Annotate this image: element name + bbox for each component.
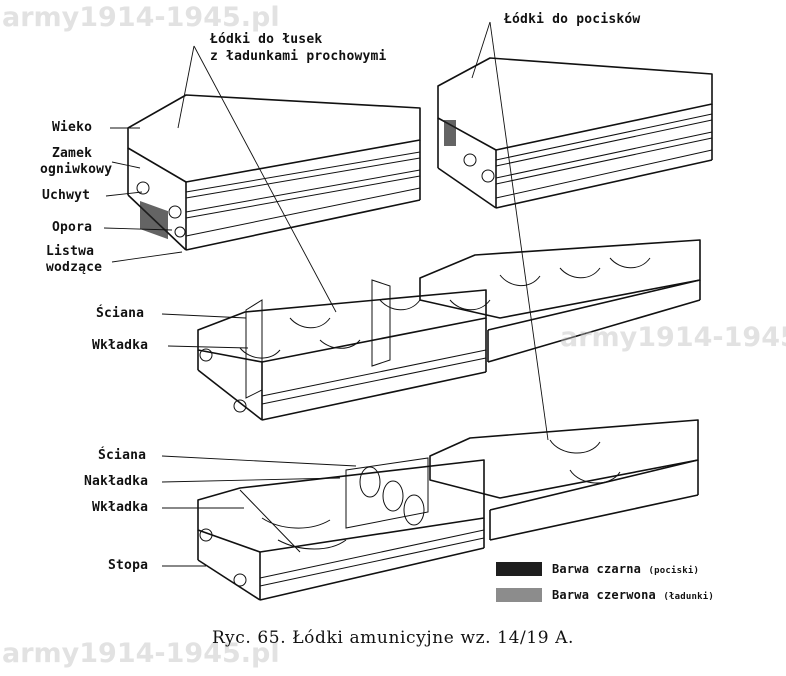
legend-red-label: Barwa czerwona: [552, 588, 656, 602]
closed-box-projectiles: [437, 57, 713, 209]
figure-caption: Ryc. 65. Łódki amunicyjne wz. 14/19 A.: [211, 628, 575, 648]
label-wkladka-2: Wkładka: [92, 500, 149, 515]
label-lodki-pociskow: Łódki do pocisków: [504, 12, 641, 27]
watermark-middle: army1914-1945.pl: [560, 322, 786, 353]
leader-lines: [103, 21, 549, 567]
label-stopa: Stopa: [108, 558, 149, 573]
label-sciana-1: Ściana: [96, 306, 145, 321]
label-wkladka-1: Wkładka: [92, 338, 149, 353]
label-listwa-2: wodzące: [46, 260, 103, 275]
legend-swatches: [496, 562, 542, 602]
legend-swatch-red: [496, 588, 542, 602]
legend-black-note: (pociski): [648, 566, 700, 576]
closed-box-charges: [127, 94, 421, 251]
legend-black-label: Barwa czarna: [552, 562, 642, 576]
label-lodki-lusek-1: Łódki do łusek: [210, 32, 323, 47]
watermark-bottom: army1914-1945.pl: [2, 638, 280, 669]
label-zamek-1: Zamek: [52, 146, 93, 161]
legend-red-note: (ładunki): [663, 592, 714, 602]
legend-black: Barwa czarna (pociski): [552, 562, 699, 576]
label-sciana-2: Ściana: [98, 448, 147, 463]
legend-swatch-black: [496, 562, 542, 576]
label-uchwyt: Uchwyt: [42, 188, 91, 203]
open-boxes-middle: [197, 239, 701, 421]
label-listwa-1: Listwa: [46, 244, 95, 259]
label-wieko: Wieko: [52, 120, 93, 135]
watermark-top: army1914-1945.pl: [2, 2, 280, 33]
label-nakladka: Nakładka: [84, 474, 149, 489]
open-boxes-bottom: [197, 419, 699, 601]
label-zamek-2: ogniwkowy: [40, 162, 113, 177]
label-opora: Opora: [52, 220, 93, 235]
legend-red: Barwa czerwona (ładunki): [552, 588, 714, 602]
label-lodki-lusek-2: z ładunkami prochowymi: [210, 49, 387, 64]
